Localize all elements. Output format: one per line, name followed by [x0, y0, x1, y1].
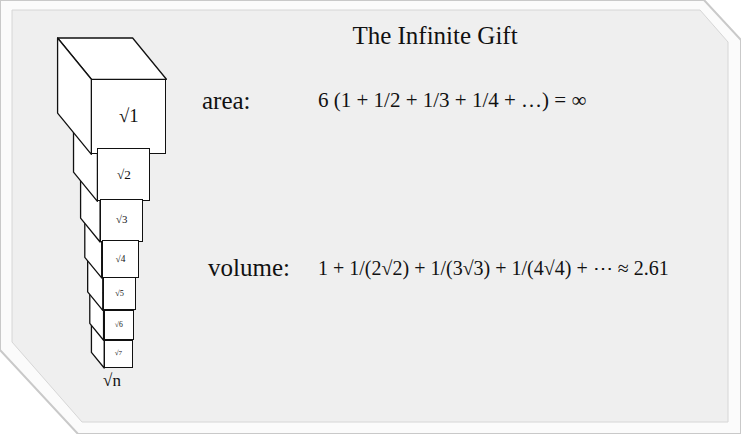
- cube-front-face: √6: [104, 310, 135, 341]
- cube-label: √6: [115, 321, 123, 329]
- cube-label: √2: [117, 168, 131, 183]
- cube-left-face: [58, 38, 92, 154]
- cube-label: √5: [115, 289, 124, 298]
- cube-front-face: √1: [91, 79, 166, 154]
- row-name: volume:: [208, 254, 290, 282]
- area-formula: 6 (1 + 1/2 + 1/3 + 1/4 + …) = ∞: [318, 89, 586, 112]
- cube-label: √4: [116, 254, 126, 264]
- slide-panel: [12, 10, 728, 422]
- slide-title: The Infinite Gift: [352, 22, 517, 50]
- cube-label: √1: [119, 106, 139, 127]
- cube-front-face: √3: [100, 199, 143, 242]
- cube-front-face: √5: [103, 277, 137, 311]
- volume-formula: 1 + 1/(2√2) + 1/(3√3) + 1/(4√4) + ⋯ ≈ 2.…: [318, 257, 669, 279]
- cube-sides: [58, 38, 167, 154]
- cube-label: √7: [115, 350, 122, 358]
- cube-front-face: √4: [102, 240, 140, 278]
- cube-index-label: √n: [103, 372, 121, 391]
- cube-front-face: √7: [104, 340, 132, 368]
- cube-front-face: √2: [97, 148, 150, 201]
- row-name: area:: [202, 87, 251, 115]
- cube-label: √3: [116, 214, 127, 226]
